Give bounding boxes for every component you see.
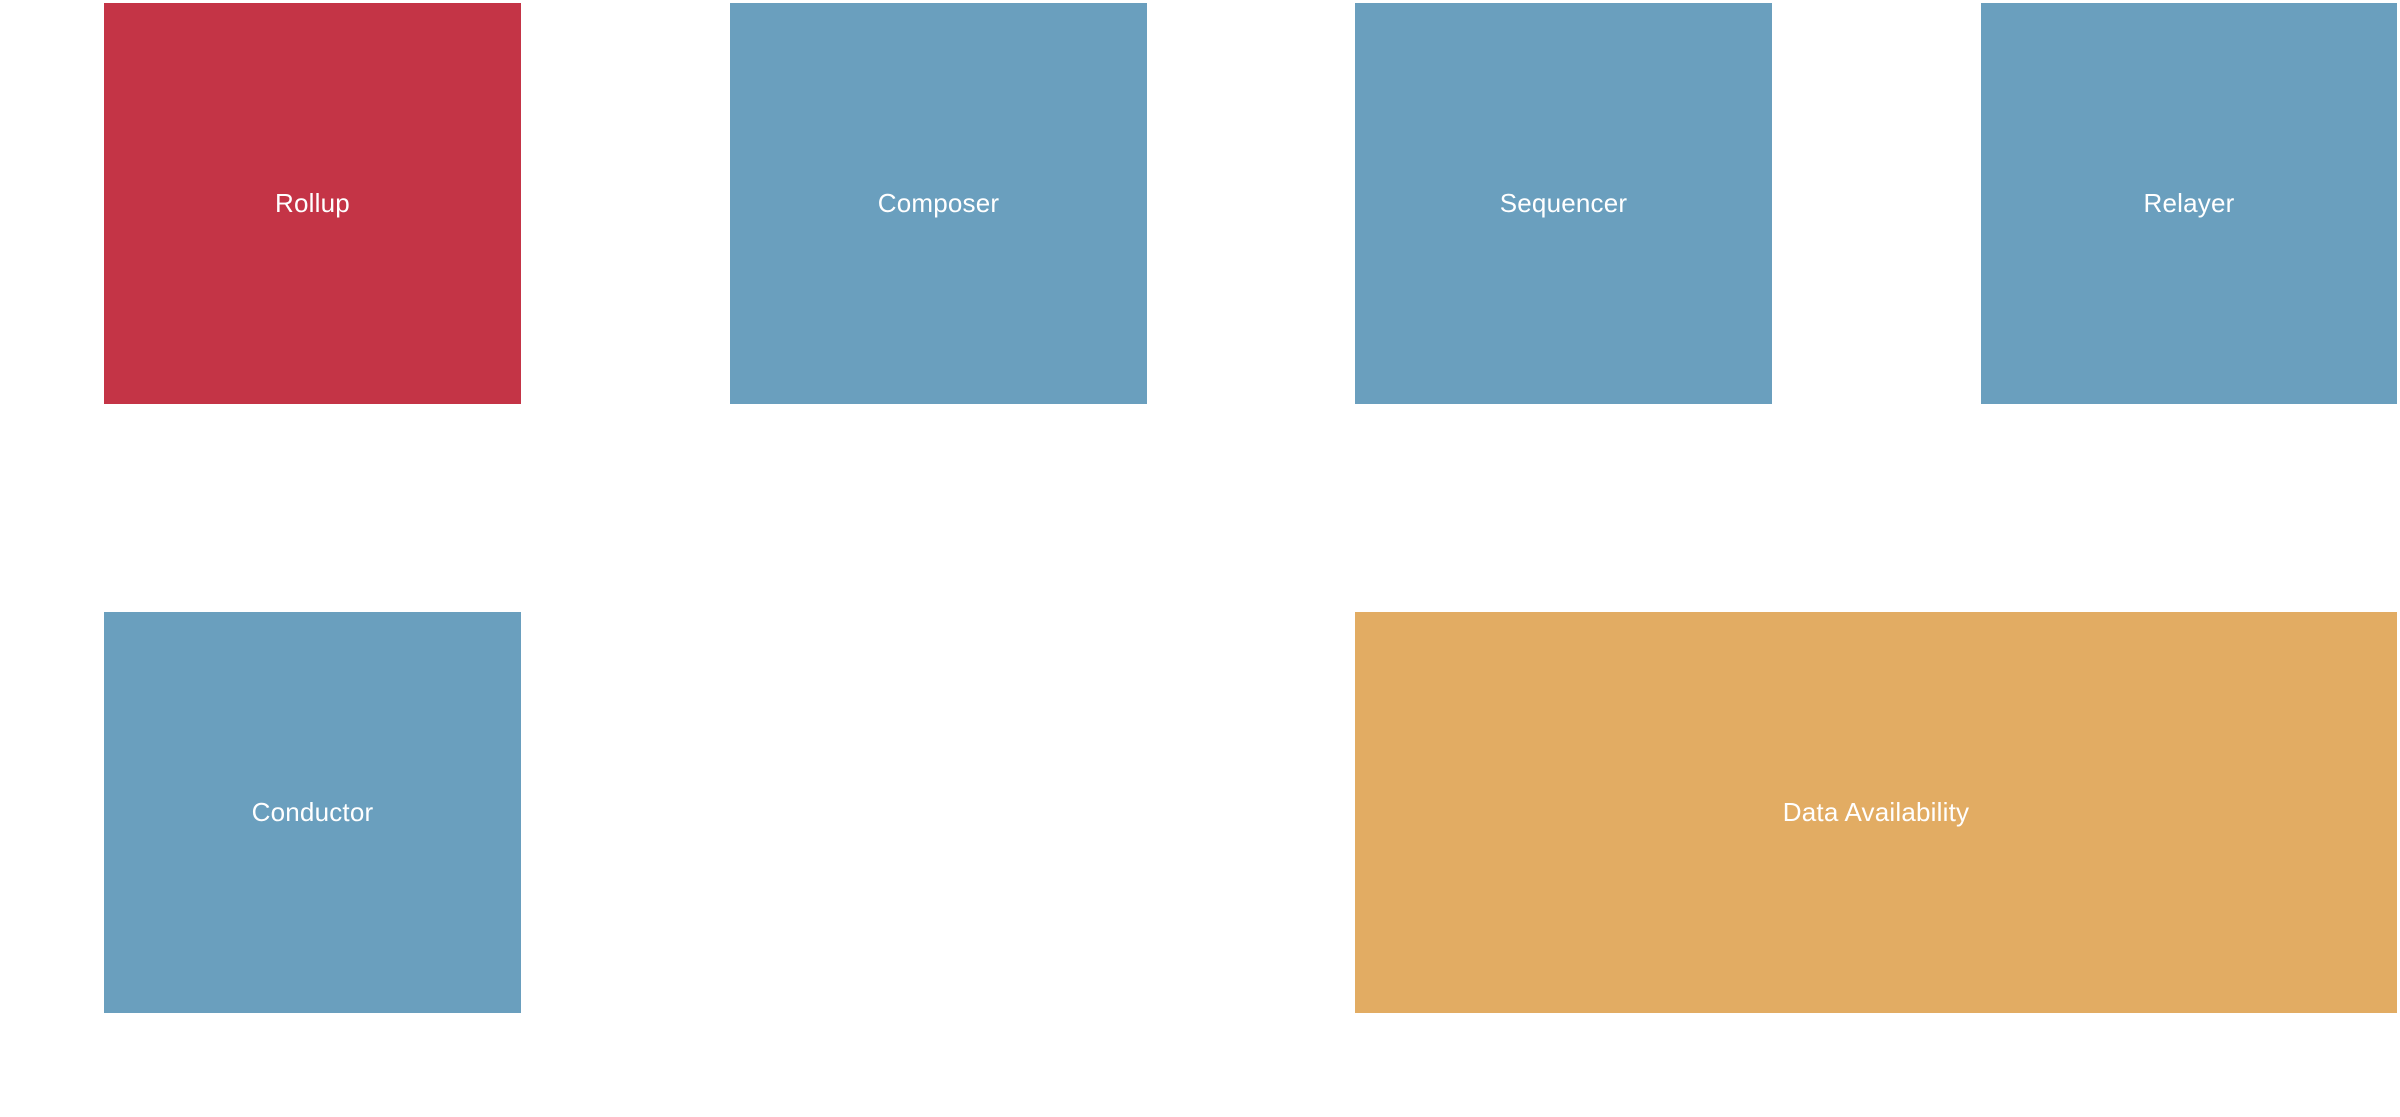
rollup-label: Rollup — [275, 188, 350, 218]
rollup-node: Rollup — [104, 3, 521, 404]
relayer-node: Relayer — [1981, 3, 2397, 404]
data-availability-node: Data Availability — [1355, 612, 2397, 1013]
conductor-label: Conductor — [251, 797, 374, 827]
composer-label: Composer — [877, 188, 1000, 218]
data-availability-label: Data Availability — [1782, 797, 1970, 827]
sequencer-label: Sequencer — [1499, 188, 1628, 218]
conductor-node: Conductor — [104, 612, 521, 1013]
relayer-label: Relayer — [2143, 188, 2235, 218]
composer-node: Composer — [730, 3, 1147, 404]
sequencer-node: Sequencer — [1355, 3, 1772, 404]
